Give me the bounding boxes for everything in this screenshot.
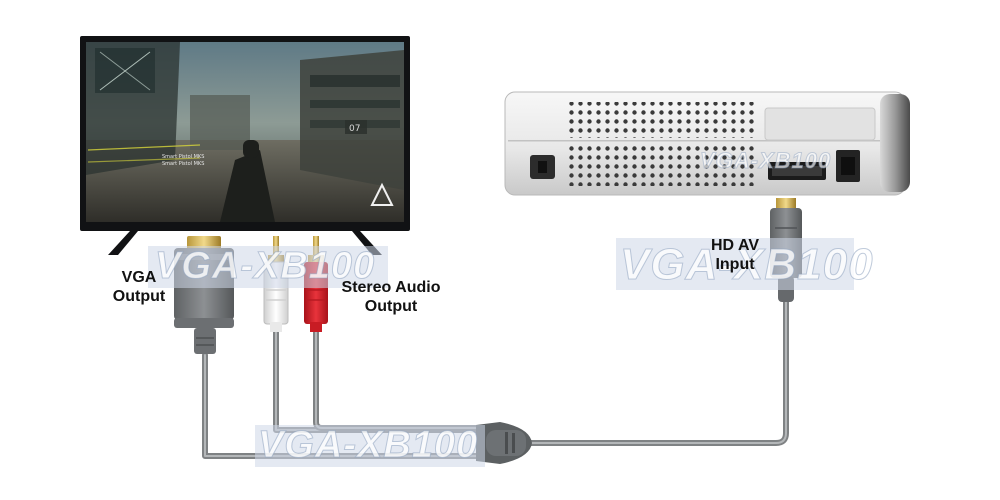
tv-stand-left: [108, 231, 138, 255]
white-audio-cable: [273, 327, 481, 433]
stereo-audio-output-label: Stereo Audio Output: [330, 278, 452, 316]
vga-output-label: VGA Output: [100, 268, 178, 306]
watermark: VGA-XB100: [699, 148, 832, 174]
console-vent-top: [565, 102, 758, 138]
soldier: [220, 150, 275, 222]
svg-text:07: 07: [349, 124, 360, 134]
watermark-box: [255, 425, 485, 467]
svg-text:Smart Pistol MKS: Smart Pistol MKS: [162, 154, 204, 160]
tv: 07 Smart Pistol MKS Smart Pistol MKS: [80, 36, 410, 255]
vga-output-label-line2: Output: [112, 288, 166, 305]
red-audio-cable: [313, 327, 481, 431]
hd-av-input-label-line1: HD AV: [711, 237, 759, 254]
watermark-box: [148, 246, 388, 288]
watermark: VGA-XB100: [154, 245, 376, 288]
console: [504, 91, 910, 196]
watermark: VGA-XB100: [620, 240, 874, 290]
stereo-audio-output-label-line1: Stereo Audio: [341, 279, 441, 296]
hd-av-input-label: HD AV Input: [700, 236, 770, 274]
watermark: VGA-XB100: [257, 424, 479, 467]
hdav-cable: [527, 297, 789, 446]
stereo-audio-output-label-line2: Output: [364, 298, 418, 315]
svg-text:Smart Pistol MKS: Smart Pistol MKS: [162, 161, 204, 167]
vga-output-label-line1: VGA: [121, 269, 157, 286]
console-end-cap: [880, 94, 910, 192]
hd-av-input-label-line2: Input: [715, 256, 755, 273]
cable-splitter: [476, 422, 532, 464]
console-vent-bottom: [565, 146, 755, 186]
watermark-box: [616, 238, 854, 290]
